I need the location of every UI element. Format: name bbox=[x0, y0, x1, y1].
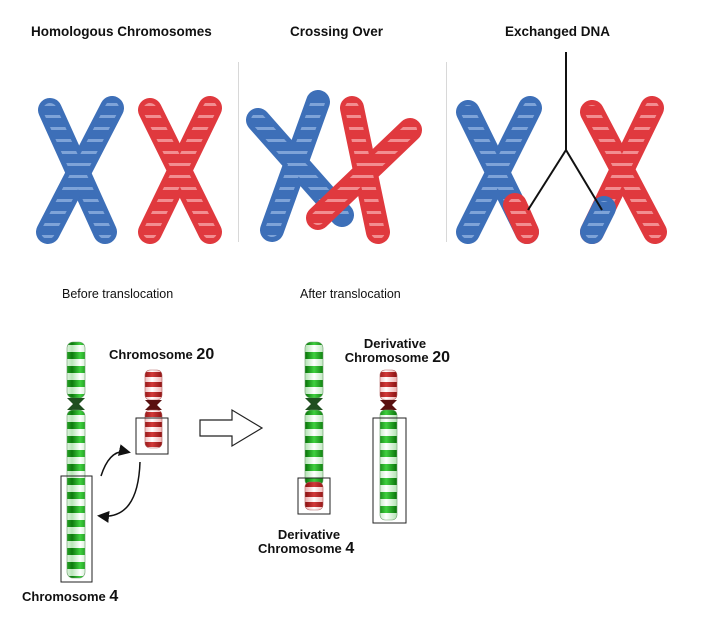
chromosome-4-segment-box bbox=[60, 475, 93, 583]
meiosis-illustration bbox=[36, 52, 667, 244]
derivative-4-segment-box bbox=[297, 477, 331, 515]
chromosome-20 bbox=[144, 369, 163, 449]
red-chromosome-exchanged bbox=[580, 96, 667, 244]
panel-title-homologous: Homologous Chromosomes bbox=[31, 24, 212, 39]
blue-chromosome-exchanged bbox=[456, 96, 542, 244]
exchange-arrow-up bbox=[100, 444, 131, 477]
exchanged-dna-pointer bbox=[527, 52, 603, 211]
before-translocation-label: Before translocation bbox=[62, 287, 174, 301]
derivative-chromosome-4 bbox=[304, 341, 324, 511]
chromosome-4-label: Chromosome 4 bbox=[22, 588, 119, 605]
derivative-chromosome-4-label: Derivative Chromosome 4 bbox=[258, 527, 355, 557]
derivative-chromosome-20 bbox=[379, 369, 398, 521]
chromosome-20-label: Chromosome 20 bbox=[109, 346, 215, 363]
derivative-chromosome-20-label: Derivative Chromosome 20 bbox=[344, 336, 450, 366]
exchange-arrow-down bbox=[97, 461, 141, 523]
chromosome-4 bbox=[66, 341, 86, 579]
panel-divider bbox=[446, 62, 447, 242]
translocation-arrow bbox=[199, 408, 264, 448]
panel-title-exchanged-dna: Exchanged DNA bbox=[505, 24, 611, 39]
blue-chromosome bbox=[36, 96, 124, 244]
chromosome-20-segment-box bbox=[135, 417, 169, 455]
red-chromosome-crossing bbox=[306, 96, 422, 244]
after-translocation-label: After translocation bbox=[300, 287, 401, 301]
derivative-20-segment-box bbox=[372, 417, 407, 524]
panel-title-crossing-over: Crossing Over bbox=[290, 24, 384, 39]
panel-divider bbox=[238, 62, 239, 242]
red-chromosome bbox=[138, 96, 222, 244]
